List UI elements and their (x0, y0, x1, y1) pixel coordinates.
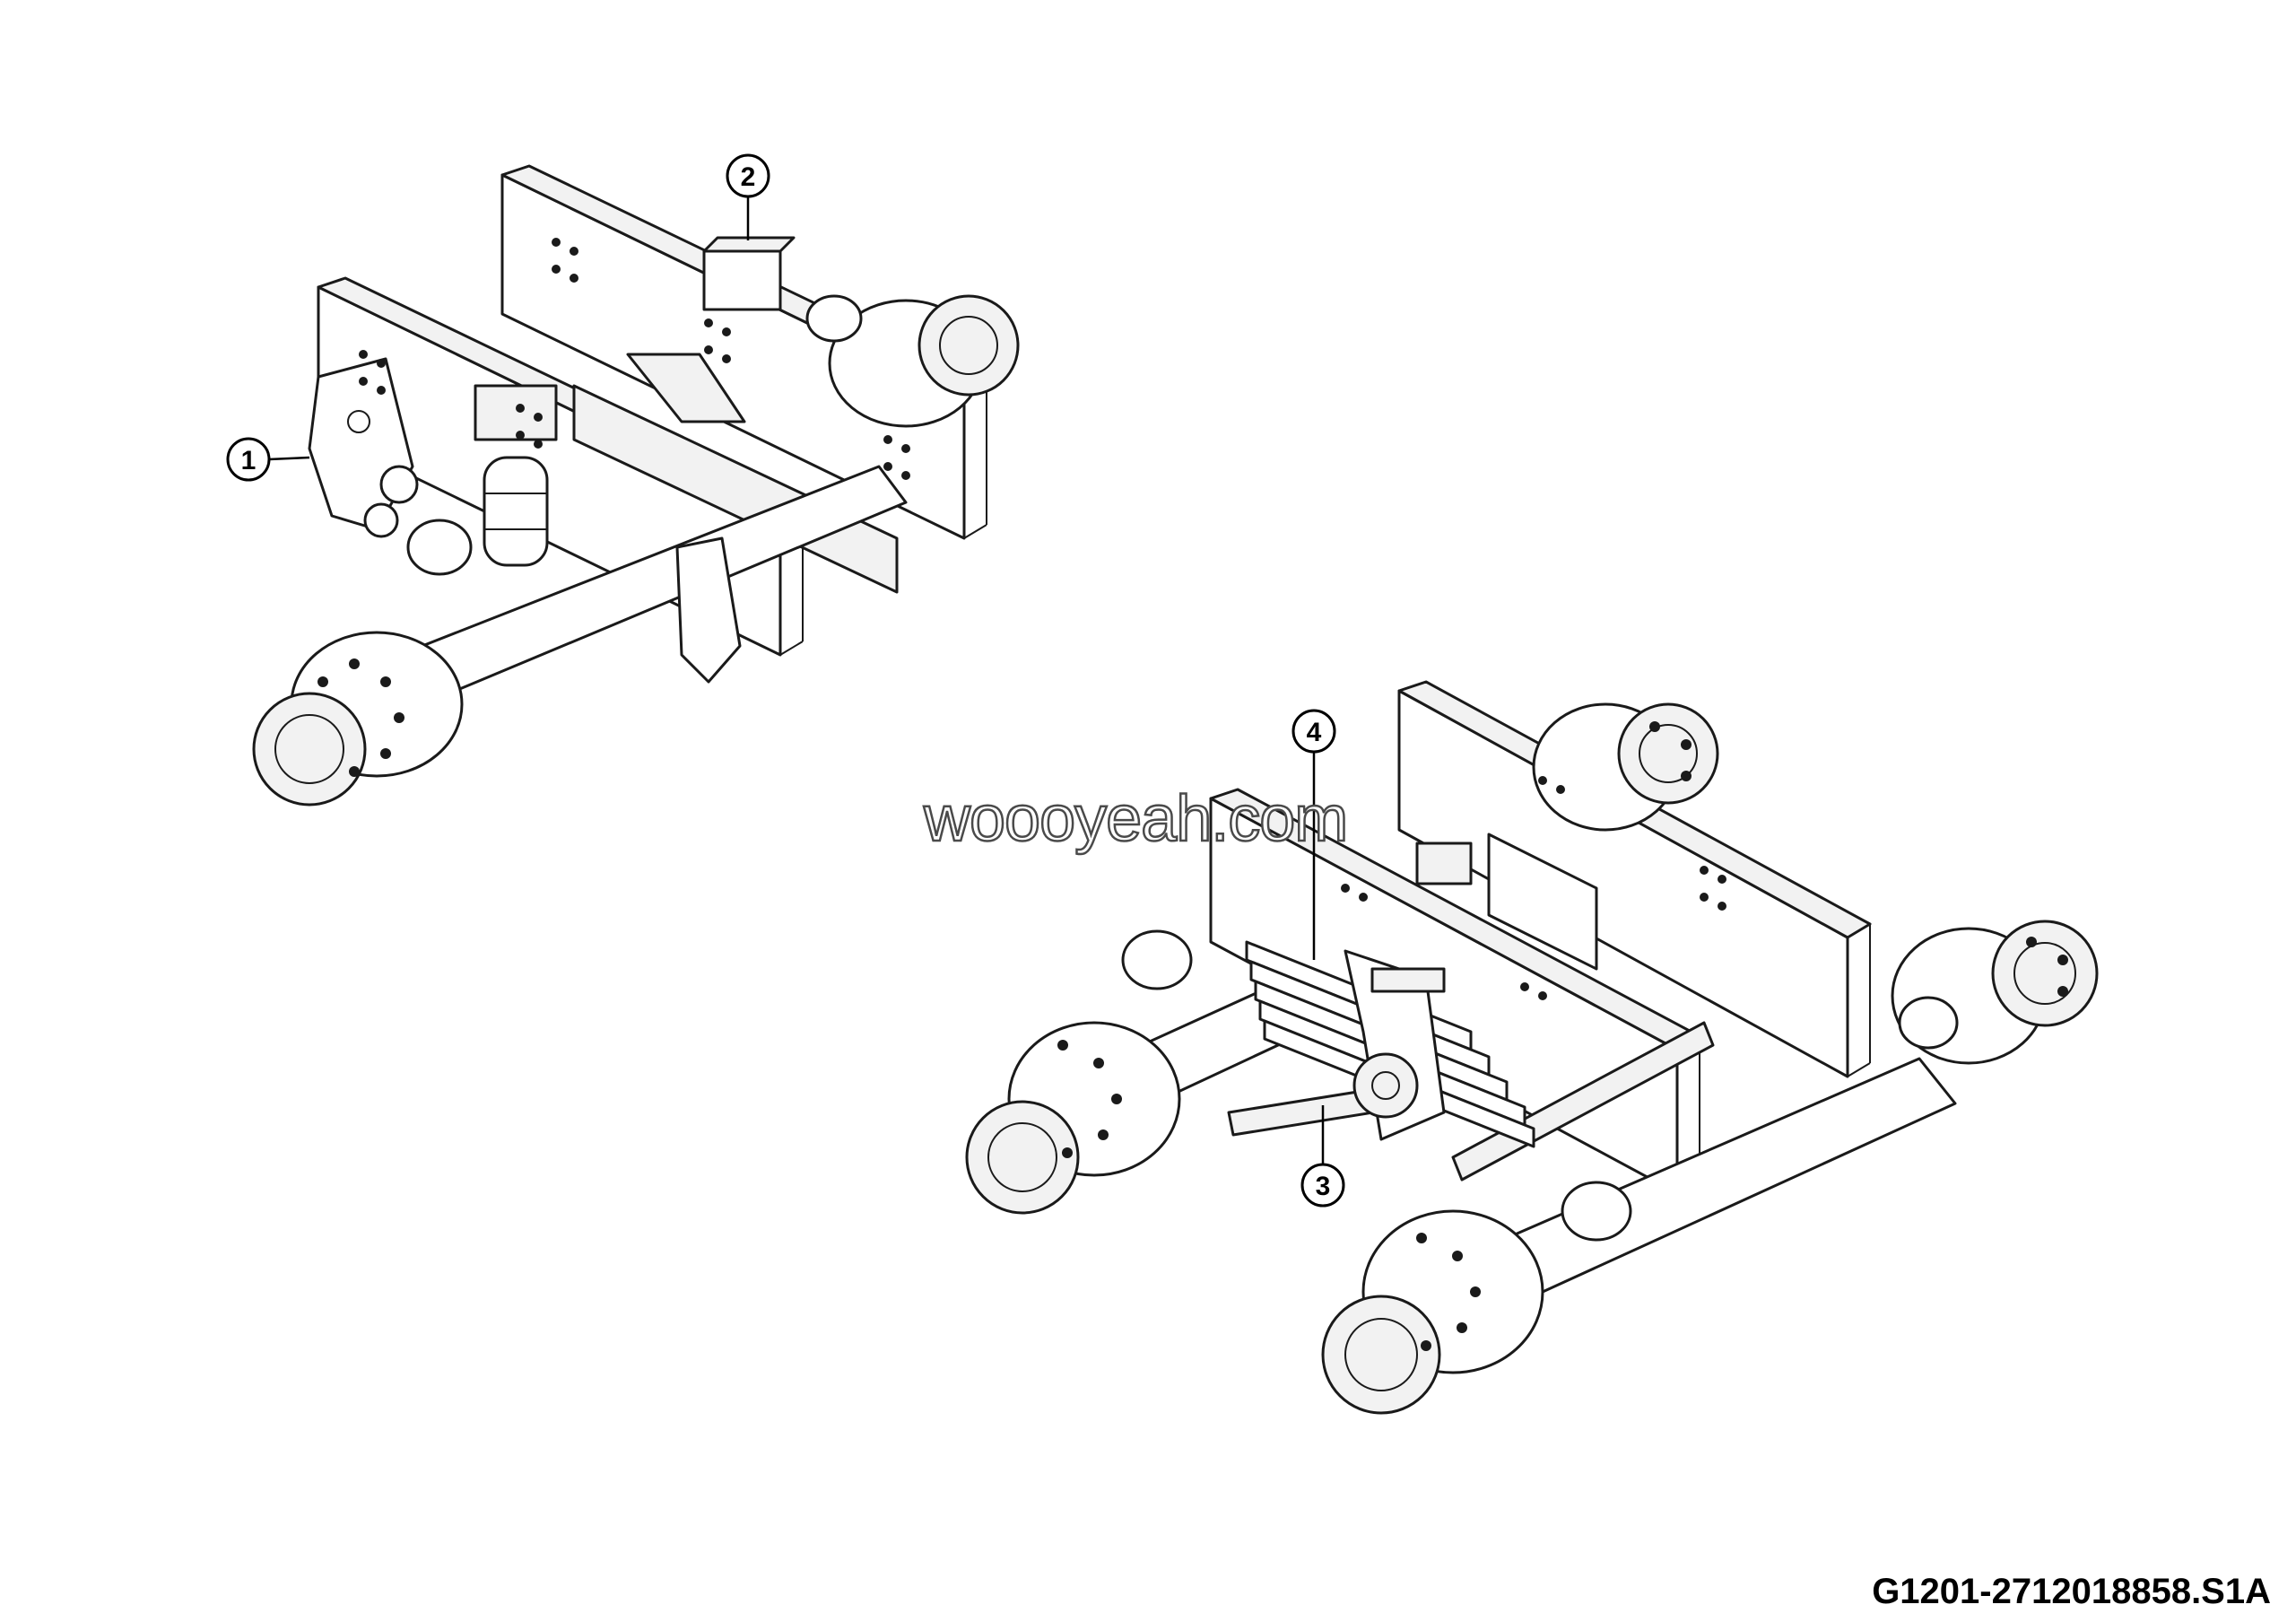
callout-3-label: 3 (1316, 1172, 1331, 1201)
leaf-spring-tandem-assembly (965, 680, 2099, 1415)
callout-3: 3 (1300, 1105, 1345, 1208)
air-suspension-assembly (252, 164, 1020, 807)
drawing-code: G1201-2712018858.S1A (1872, 1572, 2271, 1611)
hub-bolt-ring (317, 658, 404, 777)
callout-2: 2 (726, 153, 770, 240)
hub-bolts (1057, 721, 2068, 1351)
callout-1: 1 (226, 437, 310, 482)
callout-4: 4 (1292, 709, 1336, 960)
watermark-text: woooyeah.com (923, 782, 1350, 857)
callout-2-label: 2 (741, 162, 756, 192)
rail-bolts-b (1341, 776, 1726, 1000)
rail-bolts (359, 238, 910, 480)
callout-1-label: 1 (241, 446, 257, 475)
callout-4-label: 4 (1307, 718, 1322, 747)
